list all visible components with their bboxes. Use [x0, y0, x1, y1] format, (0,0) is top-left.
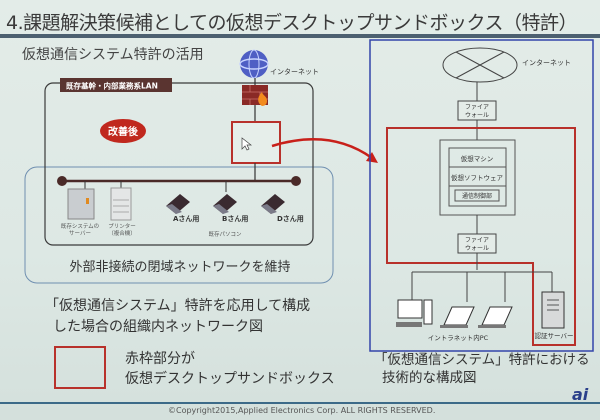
pc-a-label: Aさん用: [173, 214, 199, 223]
internet-cloud-icon: [442, 47, 518, 83]
arrow-head-icon: [366, 152, 378, 163]
closed-network-text: 外部非接続の閉域ネットワークを維持: [69, 259, 290, 275]
legend-line-1: 赤枠部分が: [125, 351, 195, 367]
left-network-diagram: 既存基幹・内部業務系LAN インターネット 改善後: [24, 49, 334, 335]
laptop-icon-2: [478, 306, 513, 328]
legend: 赤枠部分が 仮想デスクトップサンドボックス: [54, 346, 335, 389]
printer-icon: [110, 187, 132, 221]
title-divider: [0, 34, 600, 38]
pc-d-label: Dさん用: [277, 214, 304, 223]
firewall-2-label-a: ファイア: [465, 237, 489, 244]
after-badge: [100, 119, 146, 143]
auth-server-icon: [541, 291, 565, 329]
closed-network-area: [24, 166, 334, 284]
copyright-text: ©Copyright2015,Applied Electronics Corp.…: [168, 406, 436, 415]
right-internet-label: インターネット: [522, 58, 571, 67]
desktop-pc-icon: [396, 299, 433, 327]
laptop-icon-a: [166, 194, 190, 214]
firewall-1-label-a: ファイア: [465, 104, 489, 111]
legend-red-box: [54, 346, 106, 389]
vm-row-2: 通信制御部: [462, 192, 492, 200]
auth-server-label: 認証サーバー: [535, 331, 574, 340]
lan-boundary: [44, 82, 314, 246]
printer-label-2: （複合機）: [108, 229, 136, 237]
firewall-1-label-b: ウォール: [465, 111, 489, 119]
vm-row-1: 仮想ソフトウェア: [451, 173, 504, 182]
slide-subtitle: 仮想通信システム特許の活用: [22, 47, 204, 63]
sandbox-red-outline: [386, 127, 576, 346]
pc-b-label: Bさん用: [222, 214, 248, 223]
footer-divider: [0, 402, 600, 404]
laptop-icon-b: [213, 194, 237, 214]
ai-logo: ai: [572, 385, 589, 404]
server-icon: [67, 188, 95, 220]
laptop-icon-1: [440, 306, 475, 328]
left-caption-1: 「仮想通信システム」特許を応用して構成: [45, 298, 310, 314]
pcs-group-label: 既存パソコン: [208, 230, 242, 238]
curved-arrow: [271, 138, 373, 160]
firewall-2-label-b: ウォール: [465, 244, 489, 252]
slide-title: 4.課題解決策候補としての仮想デスクトップサンドボックス（特許）: [6, 12, 578, 34]
intranet-pc-label: イントラネット内PC: [428, 333, 489, 342]
right-caption-1: 「仮想通信システム」特許における: [374, 352, 590, 368]
after-badge-label: 改善後: [108, 125, 139, 138]
lan-label-tag: [60, 78, 172, 92]
right-caption-2: 技術的な構成図: [382, 370, 477, 386]
legend-line-2: 仮想デスクトップサンドボックス: [125, 370, 335, 387]
right-patent-diagram: インターネット ファイア ウォール 仮想マシン 仮想ソフトウェア 通信制御部 フ…: [369, 39, 594, 386]
printer-label-1: プリンター: [108, 222, 136, 230]
laptop-icon-d: [261, 194, 285, 214]
left-caption-2: した場合の組織内ネットワーク図: [53, 319, 263, 335]
internet-label: インターネット: [270, 67, 319, 76]
firewall-icon: [242, 85, 268, 106]
sandbox-red-box: [231, 121, 281, 164]
patent-diagram-frame: [369, 39, 594, 352]
server-label-1: 既存システムの: [61, 222, 99, 230]
lan-label: 既存基幹・内部業務系LAN: [66, 81, 158, 91]
cursor-icon: [241, 137, 253, 151]
server-label-2: サーバー: [69, 230, 91, 237]
globe-icon: [239, 49, 269, 79]
vm-row-0: 仮想マシン: [461, 154, 494, 163]
